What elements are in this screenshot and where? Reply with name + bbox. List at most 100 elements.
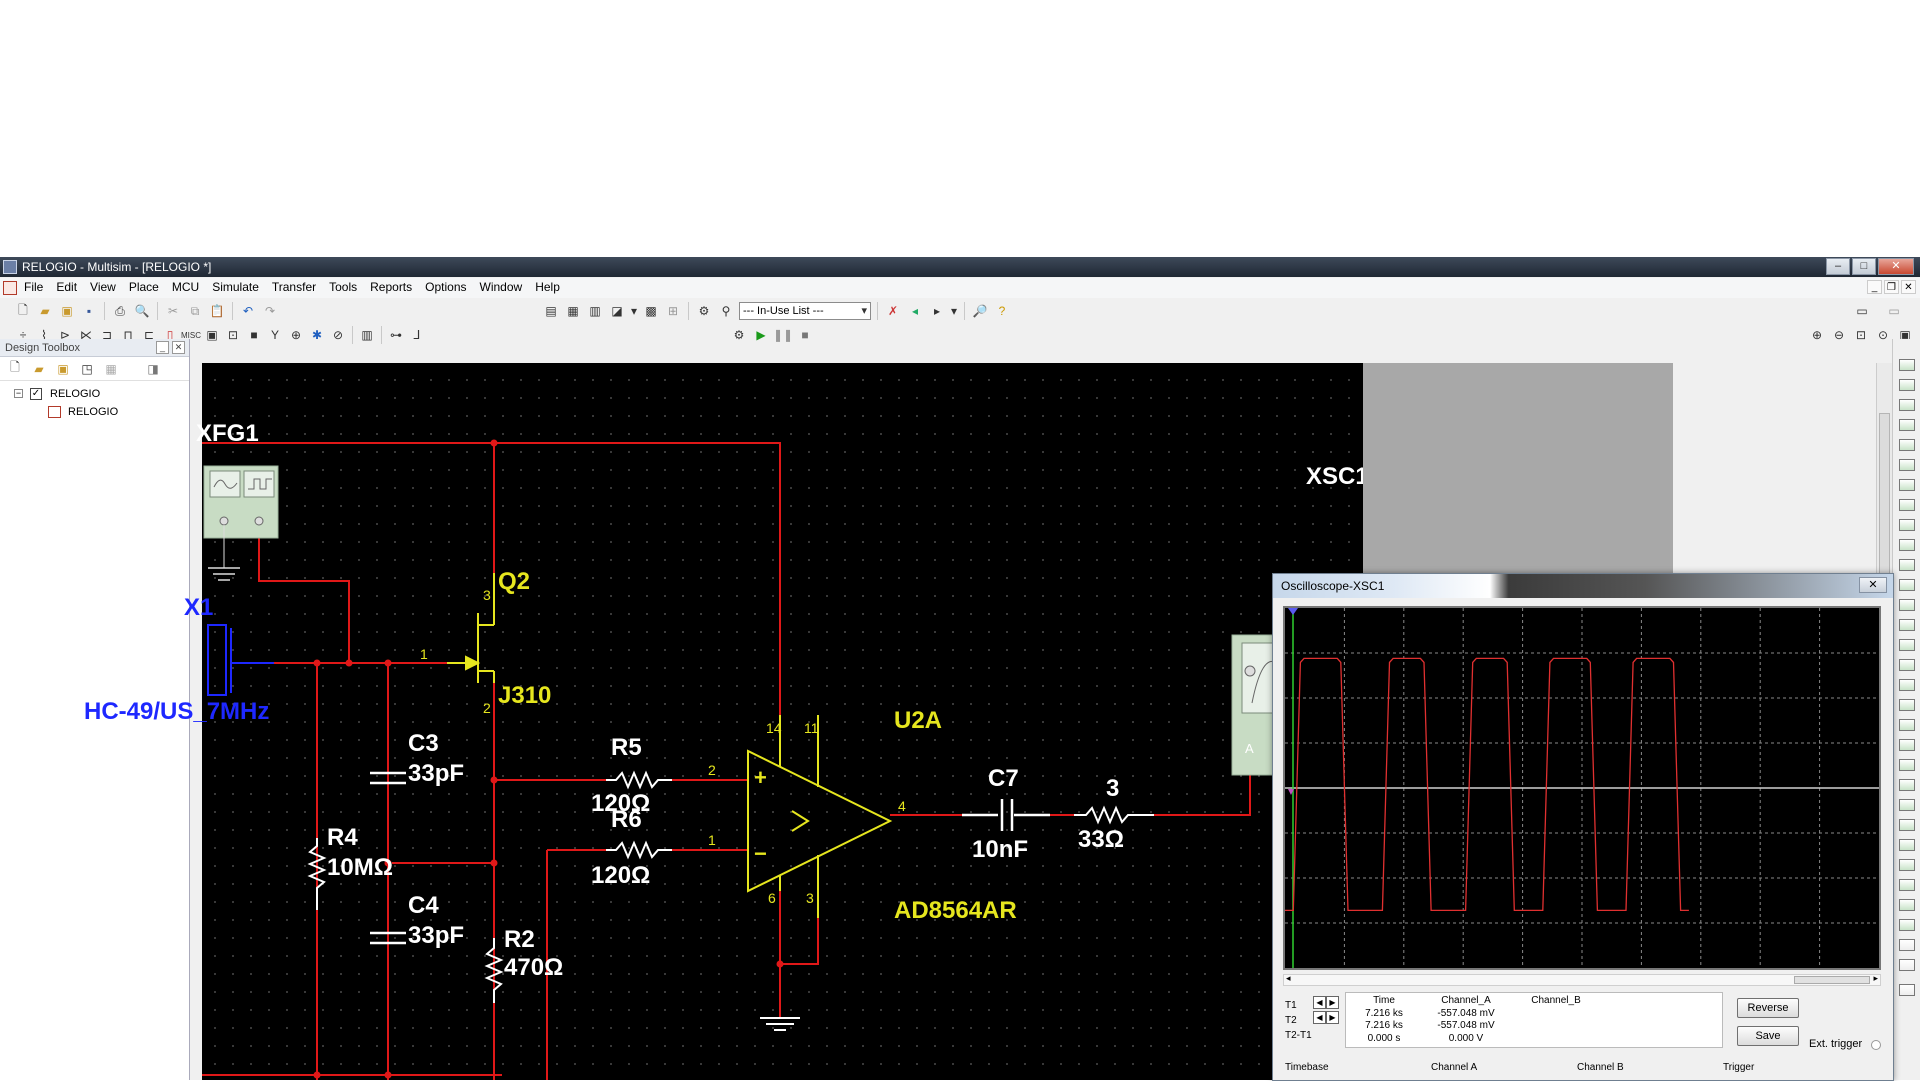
function-generator-xfg1[interactable] [203, 465, 279, 581]
tektronix-scope-icon[interactable] [1899, 699, 1915, 711]
oscilloscope-close-button[interactable]: ✕ [1859, 577, 1887, 593]
save-design-icon[interactable]: ▣ [57, 361, 69, 376]
maximize-button[interactable]: □ [1852, 258, 1876, 275]
find-examples-icon[interactable]: 🔎 [972, 304, 988, 318]
ext-trigger-terminal[interactable] [1871, 1040, 1881, 1050]
jfet-q2[interactable] [447, 573, 495, 683]
opamp-u2a[interactable] [747, 715, 893, 918]
network-analyzer-icon[interactable] [1899, 619, 1915, 631]
place-junction-icon[interactable]: ⅃ [413, 328, 421, 342]
spectrum-analyzer-icon[interactable] [1899, 599, 1915, 611]
print-icon[interactable]: ⎙ [115, 303, 125, 318]
differential-probe-icon[interactable] [1899, 839, 1915, 851]
reverse-button[interactable]: Reverse [1737, 998, 1799, 1018]
place-ni-icon[interactable]: ✱ [311, 328, 323, 342]
distortion-analyzer-icon[interactable] [1899, 579, 1915, 591]
erc-check-icon[interactable]: ✗ [887, 304, 899, 318]
resistor-r2[interactable] [484, 938, 504, 1003]
scrollbar-thumb[interactable] [1794, 976, 1870, 984]
dropdown-arrow-icon[interactable]: ▾ [950, 304, 958, 318]
instrument-bar-icon[interactable]: ▭ [1856, 304, 1868, 318]
labview-instrument-icon[interactable] [1899, 719, 1915, 731]
instrument-extra-icon-3[interactable] [1899, 899, 1915, 911]
help-icon[interactable]: ? [998, 304, 1006, 318]
elvis-instrument-icon[interactable] [1899, 739, 1915, 751]
zoom-out-icon[interactable]: ⊖ [1833, 328, 1845, 342]
grapher-icon[interactable]: ◪ [611, 304, 623, 318]
tree-node-sheet[interactable]: RELOGIO [0, 403, 189, 421]
capacitor-c7[interactable] [962, 799, 1050, 831]
place-misc-icon[interactable]: ■ [250, 328, 258, 342]
agilent-multimeter-icon[interactable] [1899, 659, 1915, 671]
word-generator-icon[interactable] [1899, 499, 1915, 511]
menu-transfer[interactable]: Transfer [271, 280, 317, 294]
database-manager-icon[interactable]: ⚲ [721, 304, 731, 318]
instrument-extra-icon-6[interactable] [1899, 959, 1915, 971]
toolbox-close-icon[interactable]: ✕ [172, 341, 185, 354]
crystal-x1[interactable] [207, 624, 274, 696]
resistor-r4[interactable] [307, 838, 327, 910]
doc-close-button[interactable]: ✕ [1901, 280, 1916, 294]
place-bus-icon[interactable]: ⊶ [390, 328, 402, 342]
open-folder-icon[interactable]: ▰ [40, 304, 50, 318]
menu-edit[interactable]: Edit [56, 280, 78, 294]
t2-right-arrow-icon[interactable]: ▶ [1326, 1011, 1339, 1024]
oscilloscope-title-bar[interactable]: Oscilloscope-XSC1 ✕ [1273, 574, 1893, 598]
place-electromechanical-icon[interactable]: ⊕ [290, 328, 302, 342]
zoom-full-icon[interactable]: ▣ [1899, 328, 1911, 342]
pause-simulation-icon[interactable]: ❚❚ [772, 328, 794, 342]
save-button[interactable]: Save [1737, 1026, 1799, 1046]
place-mixed-icon[interactable]: MISC [181, 330, 201, 340]
cursor-t1-handle[interactable] [1288, 608, 1298, 615]
power-probe-icon[interactable] [1899, 819, 1915, 831]
place-power-icon[interactable]: ⊡ [227, 328, 239, 342]
t1-left-arrow-icon[interactable]: ◀ [1313, 996, 1326, 1009]
menu-reports[interactable]: Reports [370, 280, 413, 294]
resistor-r3[interactable] [1074, 805, 1154, 825]
wire-u2a-gnd[interactable] [779, 891, 819, 965]
instrument-bar-icon-2[interactable]: ▭ [1888, 304, 1900, 318]
menu-help[interactable]: Help [535, 280, 560, 294]
place-mcu-icon[interactable]: ⊘ [332, 328, 344, 342]
forward-annotate-icon[interactable]: ▸ [933, 304, 941, 318]
minimize-button[interactable]: – [1826, 258, 1850, 275]
wattmeter-icon[interactable] [1899, 399, 1915, 411]
instrument-extra-icon-4[interactable] [1899, 919, 1915, 931]
place-rf-icon[interactable]: Y [270, 328, 279, 342]
agilent-generator-icon[interactable] [1899, 639, 1915, 651]
place-cmos-icon[interactable]: ⊏ [143, 328, 155, 342]
zoom-in-icon[interactable]: ⊕ [1811, 328, 1823, 342]
scroll-left-icon[interactable]: ◂ [1286, 973, 1291, 983]
zoom-fit-icon[interactable]: ⊙ [1877, 328, 1889, 342]
close-button[interactable]: ✕ [1878, 258, 1914, 275]
capacitor-c4[interactable] [370, 931, 406, 945]
cut-icon[interactable]: ✂ [167, 304, 179, 318]
t1-right-arrow-icon[interactable]: ▶ [1326, 996, 1339, 1009]
zoom-area-icon[interactable]: ⊡ [1855, 328, 1867, 342]
layer-settings-icon[interactable]: ◨ [147, 361, 159, 376]
oscilloscope-screen[interactable] [1283, 606, 1881, 970]
place-ttl-icon[interactable]: ⊓ [123, 328, 133, 342]
instrument-extra-icon[interactable] [1899, 859, 1915, 871]
logic-analyzer-icon[interactable] [1899, 539, 1915, 551]
collapse-icon[interactable]: − [14, 388, 23, 398]
resistor-r6[interactable] [606, 840, 672, 860]
menu-simulate[interactable]: Simulate [212, 280, 259, 294]
paste-icon[interactable]: 📋 [209, 304, 225, 318]
document-icon[interactable] [3, 281, 17, 295]
undo-icon[interactable]: ↶ [242, 304, 254, 318]
capacitor-c3[interactable] [370, 771, 406, 785]
place-analog-icon[interactable]: ⊐ [101, 328, 113, 342]
oscilloscope-scrollbar[interactable]: ◂ ▸ [1283, 973, 1881, 986]
instrument-extra-icon-5[interactable] [1899, 939, 1915, 951]
iv-analyzer-icon[interactable] [1899, 559, 1915, 571]
erc-icon[interactable]: ⊞ [667, 304, 679, 318]
place-transistor-icon[interactable]: ⋉ [80, 328, 92, 342]
place-source-icon[interactable]: ÷ [19, 328, 27, 342]
place-basic-icon[interactable]: ⌇ [41, 328, 47, 342]
wires[interactable] [202, 442, 1251, 1080]
copy-icon[interactable]: ⧉ [190, 303, 200, 318]
bode-plotter-icon[interactable] [1899, 459, 1915, 471]
spreadsheet-icon[interactable]: ▦ [567, 304, 579, 318]
doc-restore-button[interactable]: ❐ [1884, 280, 1899, 294]
